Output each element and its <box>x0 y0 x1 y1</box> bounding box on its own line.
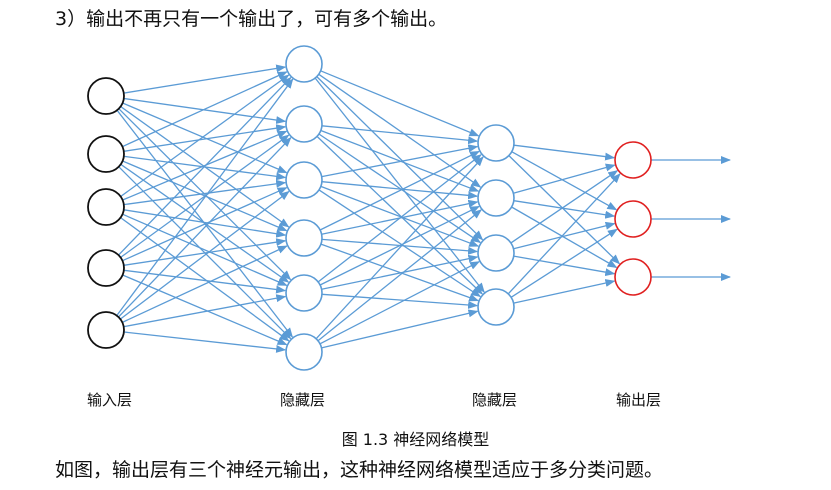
figure-caption: 图 1.3 神经网络模型 <box>341 430 490 449</box>
connection-hidden1-5-to-hidden2-0 <box>315 156 484 340</box>
connection-hidden1-5-to-hidden2-3 <box>321 309 479 349</box>
hidden2-node-1 <box>477 179 515 217</box>
connection-input-4-to-hidden1-0 <box>116 78 294 316</box>
connection-input-4-to-hidden1-3 <box>122 245 288 323</box>
connection-hidden2-3-to-output-1 <box>510 228 618 298</box>
connection-input-4-to-hidden1-2 <box>119 190 290 320</box>
hidden1-node-1 <box>285 105 323 143</box>
input-layer-label: 输入层 <box>87 391 133 409</box>
connection-hidden1-4-to-hidden2-2 <box>321 254 479 290</box>
connection-hidden1-4-to-hidden2-1 <box>319 205 480 286</box>
connection-input-0-to-hidden1-0 <box>123 64 287 94</box>
connection-input-1-to-hidden1-1 <box>123 124 287 152</box>
connection-input-3-to-hidden1-5 <box>122 274 288 346</box>
hidden1-node-5 <box>285 333 323 371</box>
connection-hidden1-4-to-hidden2-3 <box>321 293 479 309</box>
connection-hidden1-4-to-hidden2-0 <box>317 154 482 283</box>
connection-hidden2-0-to-output-1 <box>511 151 618 211</box>
output-node-0 <box>614 141 652 179</box>
hidden-layer-1-label: 隐藏层 <box>280 391 326 409</box>
connection-input-2-to-hidden1-3 <box>123 209 287 238</box>
connection-hidden1-0-to-hidden2-0 <box>320 70 480 137</box>
connection-input-4-to-hidden1-5 <box>123 331 287 353</box>
hidden2-node-0 <box>477 124 515 162</box>
output-arrows <box>651 156 731 281</box>
connection-hidden1-1-to-hidden2-1 <box>320 129 480 192</box>
hidden-layer-2-label: 隐藏层 <box>472 391 518 409</box>
hidden1-node-4 <box>285 274 323 312</box>
connection-input-3-to-hidden1-3 <box>123 238 287 266</box>
connection-input-3-to-hidden1-4 <box>123 269 287 294</box>
hidden1-node-0 <box>285 45 323 83</box>
intro-text: 3）输出不再只有一个输出了，可有多个输出。 <box>55 8 448 30</box>
summary-text: 如图，输出层有三个神经元输出，这种神经网络模型适应于多分类问题。 <box>55 459 664 481</box>
connection-input-2-to-hidden1-5 <box>120 217 290 342</box>
output-node-1 <box>614 200 652 238</box>
connection-input-0-to-hidden1-2 <box>122 102 288 174</box>
output-layer-label: 输出层 <box>616 391 662 409</box>
connection-hidden1-0-to-hidden2-3 <box>314 77 485 293</box>
connection-input-4-to-hidden1-1 <box>118 136 292 318</box>
connection-hidden1-1-to-hidden2-2 <box>318 133 482 243</box>
input-node-2 <box>87 188 125 226</box>
connection-hidden2-0-to-output-2 <box>508 155 621 265</box>
neurons <box>87 45 652 371</box>
connection-hidden2-1-to-output-1 <box>513 200 616 219</box>
connection-hidden1-2-to-hidden2-0 <box>321 144 479 178</box>
connection-input-3-to-hidden1-0 <box>118 76 292 256</box>
connection-hidden2-1-to-output-0 <box>513 163 616 194</box>
connection-hidden1-1-to-hidden2-3 <box>316 135 483 295</box>
connection-hidden1-1-to-hidden2-0 <box>321 125 479 145</box>
connection-hidden1-0-to-hidden2-1 <box>318 73 482 188</box>
connection-input-2-to-hidden1-0 <box>120 74 290 198</box>
connections <box>116 64 621 353</box>
connection-input-3-to-hidden1-2 <box>122 187 288 262</box>
connection-hidden2-2-to-output-2 <box>513 255 616 277</box>
connection-hidden1-3-to-hidden2-3 <box>320 243 480 302</box>
input-node-4 <box>87 311 125 349</box>
connection-hidden2-3-to-output-0 <box>507 173 621 295</box>
connection-hidden1-2-to-hidden2-1 <box>321 181 479 200</box>
connection-hidden2-0-to-output-0 <box>513 144 616 161</box>
hidden2-node-3 <box>477 288 515 326</box>
hidden2-node-2 <box>477 234 515 272</box>
connection-hidden1-0-to-hidden2-2 <box>316 76 484 241</box>
connection-hidden1-3-to-hidden2-0 <box>319 150 480 231</box>
connection-input-2-to-hidden1-2 <box>123 179 287 206</box>
connection-hidden2-2-to-output-0 <box>510 170 619 244</box>
connection-input-4-to-hidden1-4 <box>123 294 287 328</box>
connection-input-1-to-hidden1-0 <box>122 71 288 148</box>
input-node-3 <box>87 249 125 287</box>
input-node-0 <box>87 77 125 115</box>
hidden1-node-3 <box>285 219 323 257</box>
connection-hidden2-2-to-output-1 <box>513 221 616 250</box>
connection-input-2-to-hidden1-4 <box>122 213 288 286</box>
connection-input-1-to-hidden1-4 <box>120 163 290 283</box>
connection-hidden1-5-to-hidden2-2 <box>319 261 480 345</box>
connection-hidden1-5-to-hidden2-1 <box>317 209 482 342</box>
connection-hidden2-1-to-output-2 <box>511 206 618 269</box>
hidden1-node-2 <box>285 161 323 199</box>
connection-input-3-to-hidden1-1 <box>120 134 290 258</box>
input-node-1 <box>87 135 125 173</box>
connection-hidden2-3-to-output-2 <box>513 279 616 304</box>
connection-hidden1-2-to-hidden2-3 <box>318 189 482 298</box>
output-node-2 <box>614 258 652 296</box>
connection-hidden1-2-to-hidden2-2 <box>320 185 480 247</box>
